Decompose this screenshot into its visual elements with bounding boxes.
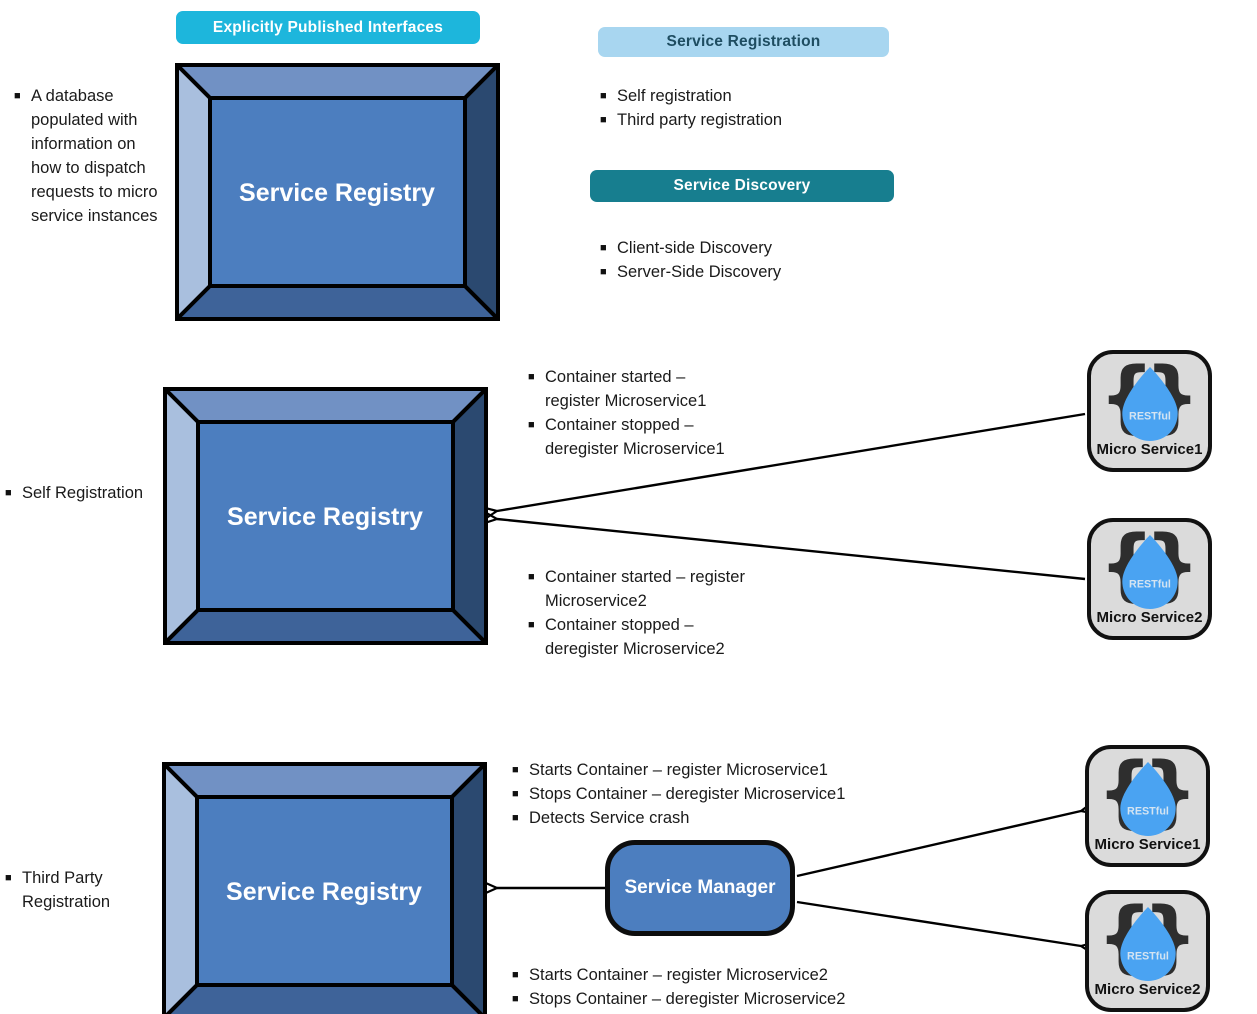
micro-service2-node: { } RESTful Micro Service2 bbox=[1087, 518, 1212, 640]
list-item: ■ Container started – register Microserv… bbox=[528, 365, 758, 413]
service-registration-header: Service Registration bbox=[598, 27, 889, 57]
bullet-square-icon: ■ bbox=[512, 764, 519, 776]
manager-ms1-notes: ■ Starts Container – register Microservi… bbox=[512, 758, 942, 830]
self-registration-label: ■ Self Registration bbox=[5, 481, 192, 505]
ms1-container-notes: ■ Container started – register Microserv… bbox=[528, 365, 758, 461]
bullet-square-icon: ■ bbox=[528, 619, 535, 631]
list-item: ■ Starts Container – register Microservi… bbox=[512, 963, 942, 987]
arrow-manager-to-ms2 bbox=[796, 900, 1081, 946]
service-registry-box-top: Service Registry bbox=[175, 63, 500, 321]
explicitly-published-interfaces-header: Explicitly Published Interfaces bbox=[176, 11, 480, 44]
bullet-square-icon: ■ bbox=[600, 114, 607, 126]
service-discovery-header: Service Discovery bbox=[590, 170, 894, 202]
bullet-square-icon: ■ bbox=[14, 90, 21, 102]
registry-title-middle: Service Registry bbox=[227, 503, 423, 531]
list-item: ■ Server-Side Discovery bbox=[600, 260, 781, 284]
service-registry-box-bottom: Service Registry bbox=[162, 762, 487, 1014]
service-manager-node: Service Manager bbox=[605, 840, 795, 936]
restful-droplet-icon: RESTful bbox=[1119, 762, 1176, 836]
list-item: ■ Stops Container – deregister Microserv… bbox=[512, 987, 942, 1011]
bullet-square-icon: ■ bbox=[600, 90, 607, 102]
restful-droplet-icon: RESTful bbox=[1121, 535, 1178, 609]
bullet-square-icon: ■ bbox=[512, 993, 519, 1005]
micro-service1-node-bottom: { } RESTful Micro Service1 bbox=[1085, 745, 1210, 867]
list-item: ■ Starts Container – register Microservi… bbox=[512, 758, 942, 782]
svg-text:RESTful: RESTful bbox=[1127, 950, 1169, 962]
micro-service-label: Micro Service2 bbox=[1094, 981, 1201, 998]
micro-service-label: Micro Service1 bbox=[1096, 441, 1203, 458]
list-item: ■ Client-side Discovery bbox=[600, 236, 781, 260]
list-item: ■ Container started – register Microserv… bbox=[528, 565, 778, 613]
service-registry-box-middle: Service Registry bbox=[163, 387, 488, 645]
list-item: ■ Third party registration bbox=[600, 108, 782, 132]
bullet-square-icon: ■ bbox=[5, 487, 12, 499]
bullet-square-icon: ■ bbox=[528, 571, 535, 583]
list-item: ■ Container stopped – deregister Microse… bbox=[528, 613, 778, 661]
service-discovery-list: ■ Client-side Discovery ■ Server-Side Di… bbox=[600, 236, 781, 284]
micro-service-label: Micro Service1 bbox=[1094, 836, 1201, 853]
bullet-square-icon: ■ bbox=[5, 872, 12, 884]
restful-droplet-icon: RESTful bbox=[1121, 367, 1178, 441]
list-item: ■ Container stopped – deregister Microse… bbox=[528, 413, 758, 461]
bullet-square-icon: ■ bbox=[528, 371, 535, 383]
list-item: ■ Self registration bbox=[600, 84, 782, 108]
bullet-square-icon: ■ bbox=[512, 969, 519, 981]
micro-service-label: Micro Service2 bbox=[1096, 609, 1203, 626]
bullet-square-icon: ■ bbox=[512, 812, 519, 824]
service-registration-list: ■ Self registration ■ Third party regist… bbox=[600, 84, 782, 132]
micro-service1-node: { } RESTful Micro Service1 bbox=[1087, 350, 1212, 472]
database-description-text: A database populated with information on… bbox=[31, 87, 158, 225]
svg-text:RESTful: RESTful bbox=[1129, 410, 1171, 422]
ms2-container-notes: ■ Container started – register Microserv… bbox=[528, 565, 778, 661]
bullet-square-icon: ■ bbox=[512, 788, 519, 800]
restful-droplet-icon: RESTful bbox=[1119, 907, 1176, 981]
micro-service2-node-bottom: { } RESTful Micro Service2 bbox=[1085, 890, 1210, 1012]
list-item: ■ Stops Container – deregister Microserv… bbox=[512, 782, 942, 806]
third-party-registration-label: ■ Third Party Registration bbox=[5, 866, 124, 914]
registry-title-bottom: Service Registry bbox=[226, 878, 422, 906]
bullet-square-icon: ■ bbox=[600, 266, 607, 278]
svg-text:RESTful: RESTful bbox=[1127, 805, 1169, 817]
bullet-square-icon: ■ bbox=[600, 242, 607, 254]
bullet-square-icon: ■ bbox=[528, 419, 535, 431]
database-description: ■ A database populated with information … bbox=[14, 84, 167, 228]
manager-ms2-notes: ■ Starts Container – register Microservi… bbox=[512, 963, 942, 1011]
list-item: ■ Detects Service crash bbox=[512, 806, 942, 830]
svg-text:RESTful: RESTful bbox=[1129, 578, 1171, 590]
registry-title-top: Service Registry bbox=[239, 179, 435, 207]
